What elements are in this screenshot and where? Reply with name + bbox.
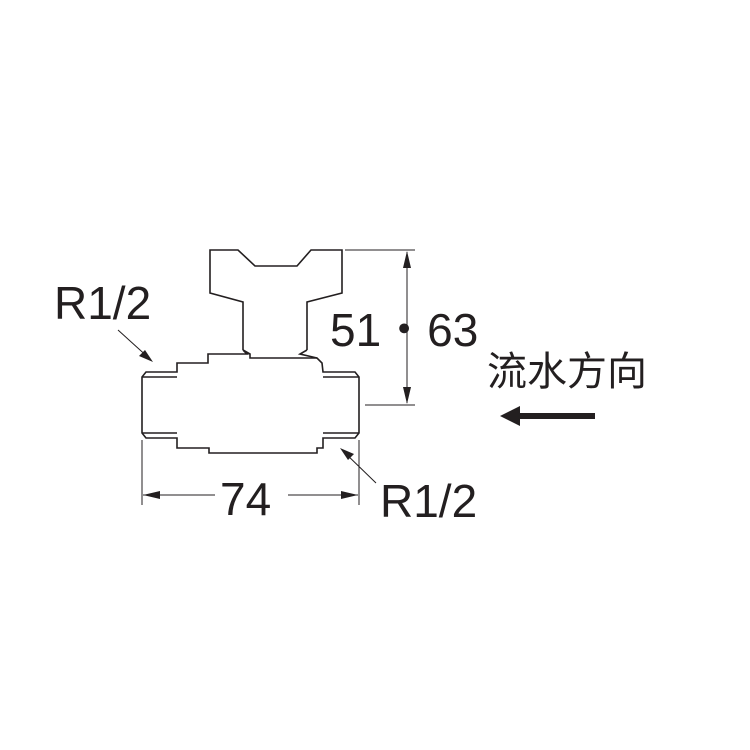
- flow-direction-label: 流水方向: [487, 349, 647, 395]
- height-dimension: [345, 249, 415, 406]
- flow-arrow-icon: [500, 406, 595, 426]
- thread-label-right: R1/2: [380, 475, 478, 527]
- thread-lines: [142, 349, 359, 434]
- leader-arrows: [117, 329, 377, 484]
- width-dimension: [141, 440, 360, 505]
- valve-handle: [209, 249, 343, 350]
- width-dimension-label: 74: [220, 473, 272, 525]
- height-dimension-label: 51・63: [330, 304, 479, 356]
- thread-label-left: R1/2: [54, 277, 152, 329]
- valve-body: [141, 349, 360, 454]
